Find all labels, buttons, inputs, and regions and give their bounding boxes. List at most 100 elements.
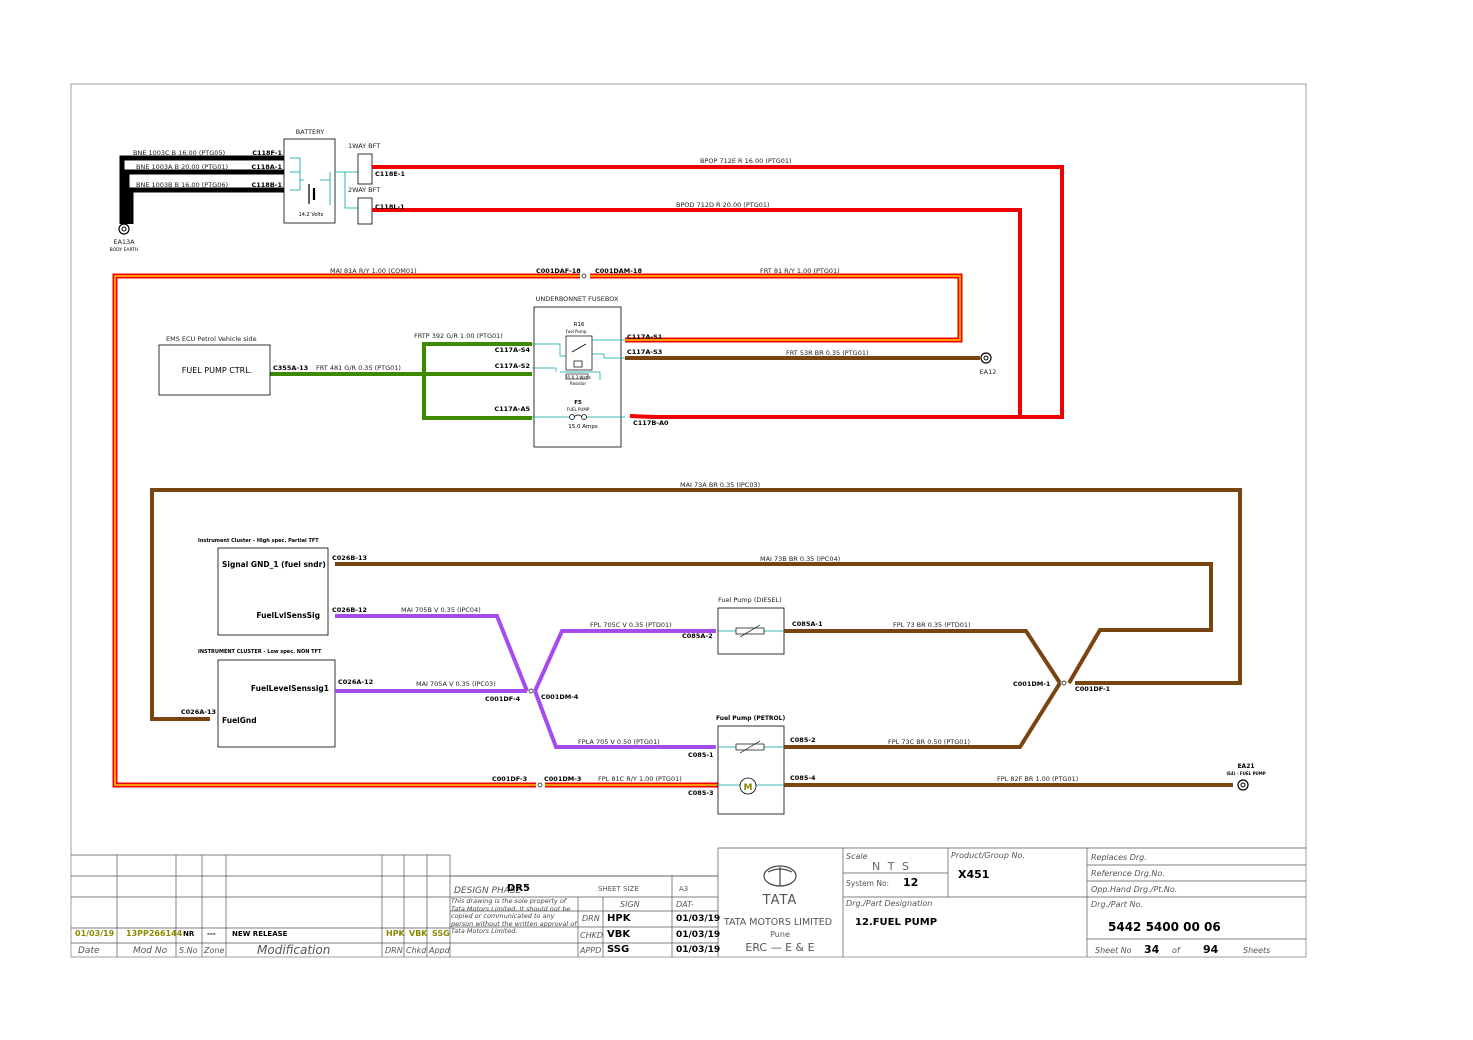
pump-petrol-box xyxy=(717,725,785,815)
connector-c117as3: C117A-S3 xyxy=(627,348,662,356)
connector-c0851: C085-1 xyxy=(688,751,714,759)
fusebox-title: UNDERBONNET FUSEBOX xyxy=(536,295,619,303)
ea13a-sublabel: BODY EARTH xyxy=(110,247,139,253)
wire-label-bne1003a: BNE 1003A B 20.00 (PTG01) xyxy=(136,163,228,171)
ic-high-pin2: FuelLvlSensSig xyxy=(256,611,320,620)
wire-mai73b xyxy=(335,562,1213,685)
svg-text:M: M xyxy=(744,783,753,793)
design-phase-label: DESIGN PHASE xyxy=(454,886,522,896)
hdr-drn: DRN xyxy=(385,946,403,955)
chkd-sign: VBK xyxy=(607,929,631,940)
wire-label-bpod712d: BPOD 712D R 20.00 (PTG01) xyxy=(676,201,770,209)
wire-label-fpl73: FPL 73 BR 0.35 (PTD01) xyxy=(893,621,971,629)
part-no-value: 5442 5400 00 06 xyxy=(1108,920,1221,934)
part-desig-label: Drg./Part Designation xyxy=(846,899,932,908)
hdr-zone: Zone xyxy=(203,946,224,955)
green-wires xyxy=(270,342,532,420)
relay-icon xyxy=(565,335,593,371)
ea21-sublabel: (E4) - FUEL PUMP xyxy=(1226,771,1265,776)
connector-c001df3: C001DF-3 xyxy=(492,775,527,783)
rev-sno: NR xyxy=(183,930,195,938)
ic-high-pin1: Signal GND_1 (fuel sndr) xyxy=(222,560,326,569)
sheet-label: Sheet No xyxy=(1095,946,1132,955)
hdr-date: Date xyxy=(78,946,100,956)
wire-label-fpl82f: FPL 82F BR 1.00 (PTG01) xyxy=(997,775,1078,783)
ea12-ground-icon xyxy=(980,352,992,364)
ea21-label: EA21 xyxy=(1237,763,1254,770)
wire-label-frtp392: FRTP 392 G/R 1.00 (PTG01) xyxy=(414,332,503,340)
sheet-no: 34 xyxy=(1144,943,1160,956)
drn-sign: HPK xyxy=(607,913,632,924)
drawing-border xyxy=(70,83,1307,958)
hdr-mod: Mod No xyxy=(133,946,168,956)
pump-diesel-sensor-icon xyxy=(718,624,784,638)
connector-c0853: C085-3 xyxy=(688,789,714,797)
system-label: System No: xyxy=(846,879,889,888)
fuse-label: F5 xyxy=(574,400,582,406)
resistor-label: 25 R 3 Watts xyxy=(565,375,591,380)
opp-label: Opp.Hand Drg./Pt.No. xyxy=(1091,885,1177,894)
system-value: 12 xyxy=(903,876,918,889)
connector-c085a2: C085A-2 xyxy=(682,632,713,640)
ea21-ground-icon xyxy=(1237,779,1249,791)
chkd-label: CHKD xyxy=(580,931,603,940)
notice: This drawing is the sole property of Tat… xyxy=(451,898,577,935)
scale-value: N T S xyxy=(872,860,911,873)
drn-date: 01/03/19 xyxy=(676,914,720,924)
sheets-total: 94 xyxy=(1203,943,1219,956)
bft2-box xyxy=(357,197,373,225)
part-no-label: Drg./Part No. xyxy=(1091,900,1143,909)
rev-zone: --- xyxy=(207,930,216,938)
wire-label-fpl81c: FPL 81C R/Y 1.00 (PTG01) xyxy=(598,775,682,783)
company-name: TATA MOTORS LIMITED xyxy=(723,917,832,928)
tata-logo-text: TATA xyxy=(762,893,798,908)
scale-label: Scale xyxy=(846,852,868,861)
connector-c001df4: C001DF-4 xyxy=(485,695,521,703)
design-phase: DR5 xyxy=(507,883,530,894)
ic-high-title: Instrument Cluster - High spec. Partial … xyxy=(198,538,319,544)
connector-c117as1: C117A-S1 xyxy=(627,333,663,341)
wire-label-frt481: FRT 481 G/R 0.35 (PTG01) xyxy=(316,364,401,372)
ea13a-ground-icon xyxy=(118,223,130,235)
ic-low-box xyxy=(217,659,336,748)
connector-c026b12: C026B-12 xyxy=(332,606,367,614)
sheet-size: A3 xyxy=(679,885,688,893)
battery-feed-wires xyxy=(372,165,1064,419)
connector-c001daf18: C001DAF-18 xyxy=(536,267,581,275)
tata-logo-icon xyxy=(763,865,797,887)
rev-mod: 13PP266144 xyxy=(126,929,183,938)
connector-c117a5: C117A-A5 xyxy=(494,405,530,413)
of-label: of xyxy=(1172,946,1181,955)
connector-c085a1: C085A-1 xyxy=(792,620,823,628)
replaces-label: Replaces Drg. xyxy=(1091,853,1147,862)
ic-low-pin2: FuelGnd xyxy=(222,716,257,725)
hdr-sno: S.No xyxy=(179,946,198,955)
wire-label-mai705a: MAI 705A V 0.35 (IPC03) xyxy=(416,680,496,688)
bft2-label: 2WAY BFT xyxy=(348,186,380,194)
connector-c001dm4: C001DM-4 xyxy=(541,693,579,701)
relay-label: R16 xyxy=(574,322,585,328)
connector-c0852: C085-2 xyxy=(790,736,816,744)
product-value: X451 xyxy=(958,868,989,881)
wire-label-mai81a: MAI 81A R/Y 1.00 (COM01) xyxy=(330,267,417,275)
connector-c118e1: C118E-1 xyxy=(375,170,405,178)
sign-label: SIGN xyxy=(620,900,640,909)
ems-name: FUEL PUMP CTRL. xyxy=(182,366,253,375)
battery-symbol-icon xyxy=(290,157,331,205)
connector-c117as4: C117A-S4 xyxy=(495,346,531,354)
sheet-size-label: SHEET SIZE xyxy=(598,885,639,893)
wire-label-frt53r: FRT 53R BR 0.35 (PTG01) xyxy=(786,349,869,357)
company-dept: ERC — E & E xyxy=(745,941,814,954)
ic-high-box xyxy=(217,547,329,636)
resistor-label2: Resistor xyxy=(570,381,586,386)
earth-wires xyxy=(119,155,284,224)
rev-date: 01/03/19 xyxy=(75,929,115,938)
ea13a-label: EA13A xyxy=(113,238,135,246)
connector-c001dm3: C001DM-3 xyxy=(544,775,581,783)
connector-c001dm1: C001DM-1 xyxy=(1013,680,1051,688)
fuse-icon xyxy=(532,414,625,420)
wire-label-bpop712e: BPOP 712E R 16.00 (PTG01) xyxy=(700,157,792,165)
connector-c0854: C085-4 xyxy=(790,774,816,782)
connector-c355a13: C355A-13 xyxy=(273,364,308,372)
connector-c001df1: C001DF-1 xyxy=(1075,685,1111,693)
